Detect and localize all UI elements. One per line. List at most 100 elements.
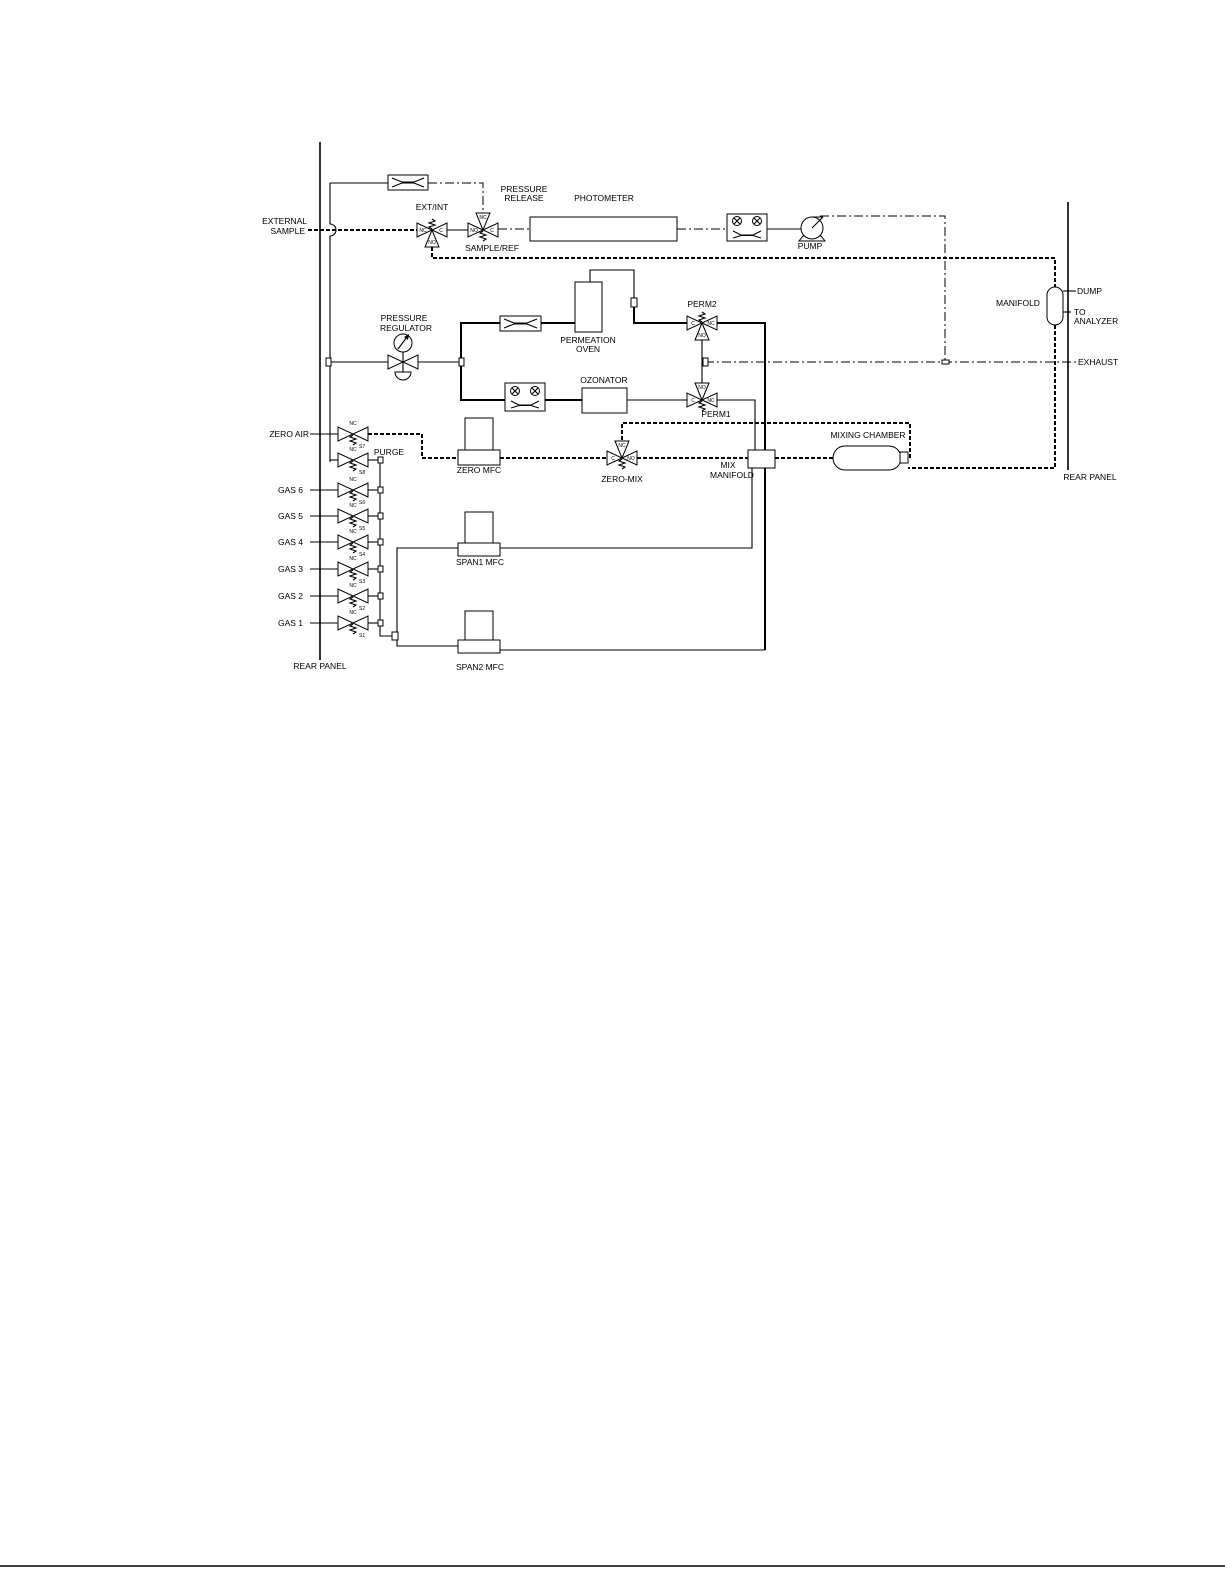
valve-perm1-body-port [694, 382, 710, 402]
gas-3-tee [377, 565, 384, 573]
valve-sample-ref-third-port-label: NC [479, 215, 487, 221]
valve-ext-int-right-port-label: C [439, 228, 443, 234]
valve-s4-gas-4-body-right [351, 534, 369, 550]
zero-mfc-body [464, 417, 494, 451]
span1-inlet-line [396, 547, 458, 636]
perm2-inlet-line [633, 307, 687, 324]
ozonator-label: OZONATOR [580, 375, 627, 385]
valve-s5-gas-5-nc-label: NC [349, 503, 357, 509]
valve-zero-mix-spring [617, 458, 627, 470]
valve-perm1-body-right [700, 392, 718, 408]
valve-s5-gas-5-body-left [337, 508, 355, 524]
valve-s1-gas-1-id-label: S1 [359, 633, 365, 639]
perm2-label: PERM2 [687, 299, 717, 309]
permeation-path-line [460, 322, 500, 362]
flow-restrictor-bypass-throat [391, 177, 425, 188]
valve-s4-gas-4-id-label: S4 [359, 552, 365, 558]
pressure-regulator-label-line2: REGULATOR [380, 323, 432, 333]
valve-s3-gas-3-spring [348, 569, 358, 581]
valve-perm2-right-port-label: NC [707, 321, 715, 327]
span1-mfc-body [464, 511, 494, 544]
junction-perm-vent-tee [702, 357, 709, 367]
valve-s8-purge-spring [348, 460, 358, 472]
zero-air-to-mfc-line [368, 433, 458, 459]
valve-s8-purge-id-label: S8 [359, 470, 365, 476]
perm2-outlet-line [717, 322, 766, 650]
pressure-regulator [387, 333, 419, 381]
pressure-release-label-line2: RELEASE [504, 193, 544, 203]
span2-mfc [457, 610, 501, 654]
rear-panel-left-label: REAR PANEL [293, 661, 346, 671]
gas-6-label: GAS 6 [278, 485, 303, 495]
permeation-oven-label-line2: OVEN [576, 344, 600, 354]
span1-mfc-base [457, 542, 501, 557]
valve-s6-gas-6-body-left [337, 482, 355, 498]
valve-s6-gas-6-nc-label: NC [349, 477, 357, 483]
valve-s5-gas-5-spring [348, 516, 358, 528]
span1-mfc [457, 511, 501, 557]
span1-outlet-line [500, 468, 753, 549]
valve-s1-gas-1-body-right [351, 615, 369, 631]
valve-ext-int-left-port-label: NC [419, 228, 427, 234]
to-analyzer-label-line1: TO [1074, 307, 1086, 317]
gas-4-tee [377, 538, 384, 546]
span1-mfc-label: SPAN1 MFC [456, 557, 504, 567]
mix-manifold-label-line2: MANIFOLD [710, 470, 754, 480]
ozonator-path-line [460, 362, 505, 401]
junction-permeation-tee [458, 357, 465, 367]
manifold-return-line [908, 325, 1056, 469]
valve-ext-int-third-port-label: NO [428, 240, 436, 246]
exhaust-label: EXHAUST [1078, 357, 1118, 367]
valve-zero-mix-body-left [606, 450, 624, 466]
zero-mfc-label: ZERO MFC [457, 465, 501, 475]
flow-sensor-ozonator-restrictor [510, 400, 540, 409]
valve-s7-zero-air-spring [348, 434, 358, 446]
zero-air-label: ZERO AIR [269, 429, 309, 439]
valve-s7-zero-air-nc-label: NC [349, 421, 357, 427]
valve-ext-int-spring [427, 218, 437, 230]
mixing-chamber-fitting [899, 451, 909, 464]
valve-s7-zero-air-body-left [337, 426, 355, 442]
perm1-outlet-line [717, 399, 756, 450]
flow-sensor-ozonator-cross-marks [511, 387, 539, 395]
valve-s3-gas-3-body-left [337, 561, 355, 577]
valve-s7-zero-air-id-label: S7 [359, 444, 365, 450]
valve-perm2-body-port [694, 321, 710, 341]
valve-perm2-third-port-label: NO [698, 333, 706, 339]
valve-s7-zero-air: NC S7 [337, 421, 369, 450]
vent-manifold [1046, 286, 1064, 326]
ext-int-label: EXT/INT [416, 202, 449, 212]
mix-manifold-label-line1: MIX [720, 460, 735, 470]
photometer-label: PHOTOMETER [574, 193, 634, 203]
valve-s1-gas-1-nc-label: NC [349, 610, 357, 616]
valve-s5-gas-5-id-label: S5 [359, 526, 365, 532]
gas-6-tee [377, 486, 384, 494]
valve-zero-mix-body-right [620, 450, 638, 466]
span2-mfc-label: SPAN2 MFC [456, 662, 504, 672]
junction-markers [325, 357, 950, 641]
valve-s1-gas-1-spring [348, 623, 358, 635]
valve-sample-ref-spring [478, 230, 488, 242]
valve-s5-gas-5: NC S5 [337, 503, 369, 532]
valve-s1-gas-1-body-left [337, 615, 355, 631]
valve-s2-gas-2-spring [348, 596, 358, 608]
span2-mfc-base [457, 639, 501, 654]
external-sample-label-line2: SAMPLE [271, 226, 306, 236]
zero-mfc [457, 417, 501, 466]
valve-s2-gas-2-body-left [337, 588, 355, 604]
pump-symbol [797, 216, 827, 242]
gas-manifold-line [379, 460, 395, 637]
valve-s6-gas-6-id-label: S6 [359, 500, 365, 506]
valve-s6-gas-6-body-right [351, 482, 369, 498]
permeation-oven-label-line1: PERMEATION [560, 335, 616, 345]
zero-mfc-base [457, 449, 501, 466]
gas-2-tee [377, 592, 384, 600]
valve-perm2-spring [697, 311, 707, 323]
valve-zero-mix-left-port-label: C [611, 456, 615, 462]
valve-s6-gas-6-spring [348, 490, 358, 502]
zero-mix-bypass-line [621, 422, 911, 458]
